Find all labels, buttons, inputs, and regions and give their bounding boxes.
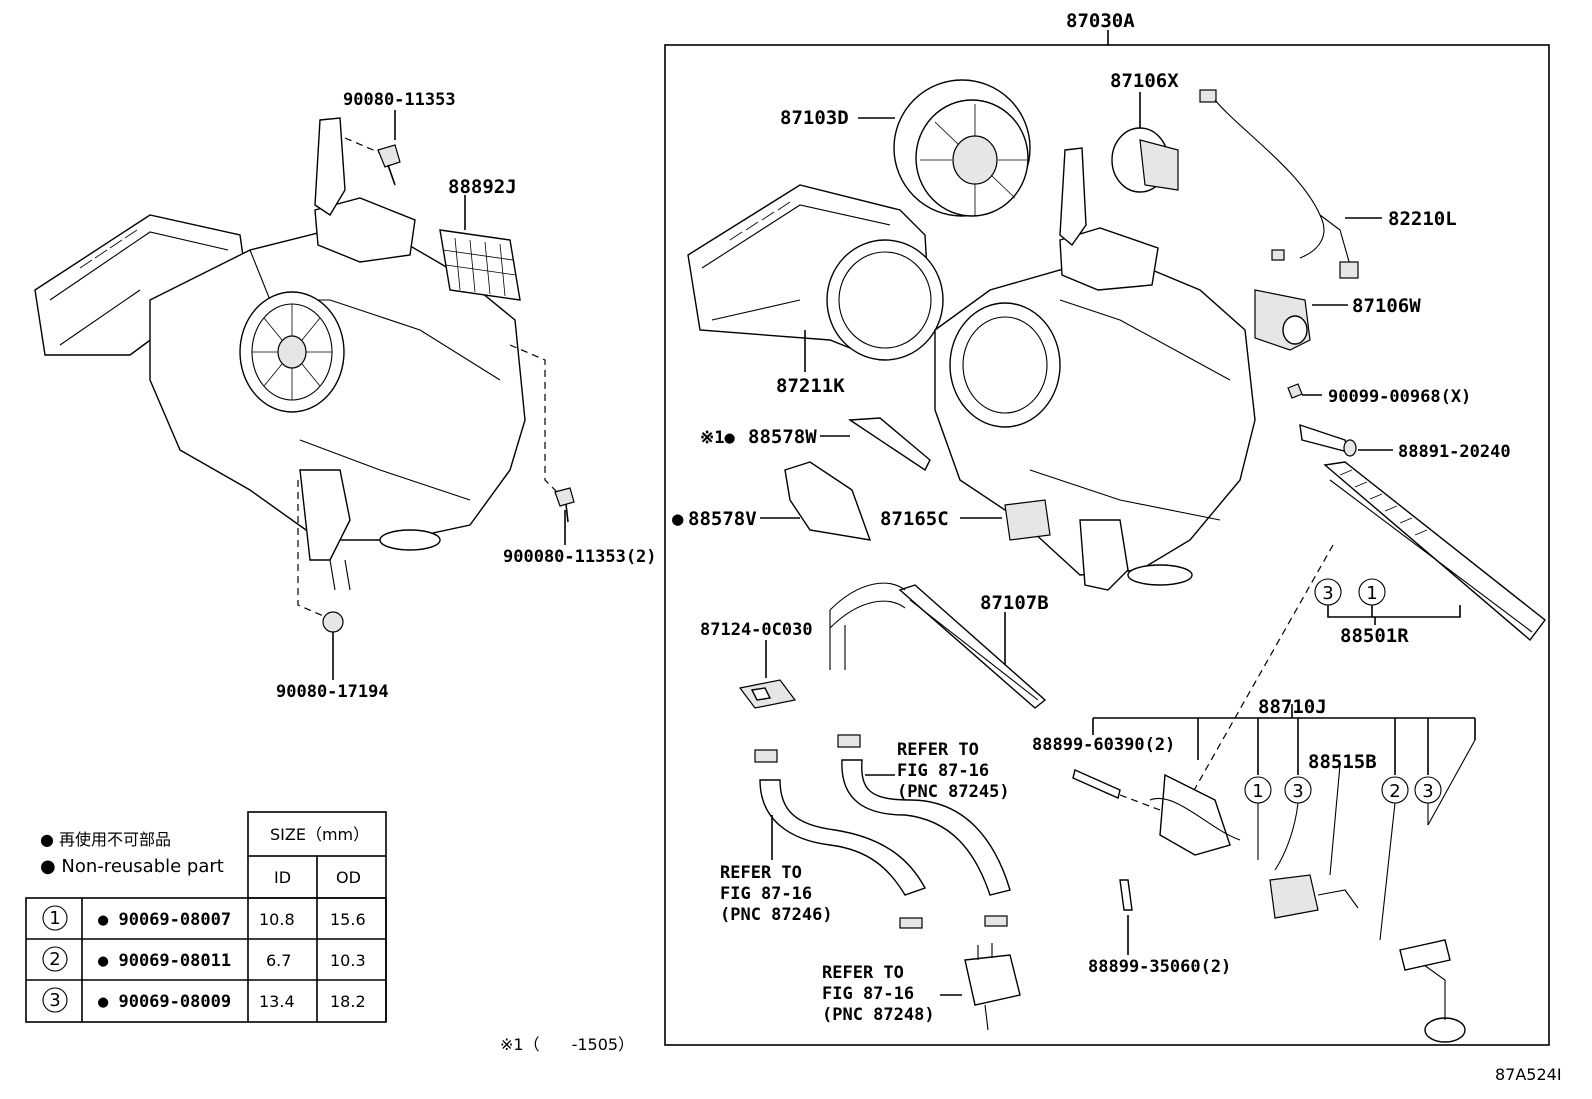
- valve-mark-2: 2: [1389, 781, 1400, 802]
- assembly-label[interactable]: 87030A: [1066, 10, 1135, 32]
- col-id: ID: [274, 868, 291, 887]
- svg-text:REFER TO: REFER TO: [822, 963, 904, 983]
- svg-text:(PNC 87245): (PNC 87245): [897, 782, 1010, 802]
- clamp-part: [738, 640, 797, 709]
- sensor-part: [1299, 423, 1393, 457]
- legend-row-2: 2 ● 90069-08011 6.7 10.3: [42, 946, 366, 972]
- servo-top: [1111, 92, 1179, 193]
- svg-text:FIG 87-16: FIG 87-16: [897, 761, 989, 781]
- intake-case: [687, 184, 944, 372]
- valve-group: [1072, 704, 1476, 1043]
- svg-text:FIG 87-16: FIG 87-16: [720, 884, 812, 904]
- svg-text:15.6: 15.6: [330, 910, 366, 929]
- seal-v: [760, 461, 872, 541]
- seal-v-label[interactable]: 88578V: [688, 508, 757, 530]
- evap-mark-1: 1: [1366, 583, 1377, 604]
- grommet-label[interactable]: 90080-17194: [276, 682, 389, 702]
- valve-mark-1: 1: [1252, 781, 1263, 802]
- seal-v-prefix: ●: [672, 508, 684, 530]
- valve-mark-3a: 3: [1292, 781, 1303, 802]
- valve-b-label[interactable]: 88515B: [1308, 751, 1377, 773]
- svg-text:10.3: 10.3: [330, 951, 366, 970]
- bolt-b-label[interactable]: 88899-35060(2): [1088, 957, 1231, 977]
- evap-mark-3: 3: [1322, 583, 1333, 604]
- svg-text:6.7: 6.7: [266, 951, 291, 970]
- svg-text:● 90069-08009: ● 90069-08009: [98, 992, 231, 1012]
- blower-motor: [858, 79, 1031, 217]
- svg-text:13.4: 13.4: [259, 992, 295, 1011]
- right-heater-unit: [934, 147, 1256, 591]
- svg-text:REFER TO: REFER TO: [897, 740, 979, 760]
- filter-label[interactable]: 88892J: [448, 176, 517, 198]
- screw-part: [1287, 383, 1322, 399]
- svg-text:● 90069-08007: ● 90069-08007: [98, 910, 231, 930]
- valve-mark-3b: 3: [1422, 781, 1433, 802]
- size-header: SIZE（mm）: [270, 825, 369, 844]
- svg-text:● 90069-08011: ● 90069-08011: [98, 951, 231, 971]
- legend-row-1: 1 ● 90069-08007 10.8 15.6: [42, 905, 366, 931]
- case-label[interactable]: 87211K: [776, 375, 845, 397]
- bolt-right-label[interactable]: 900080-11353(2): [503, 547, 657, 567]
- svg-text:1: 1: [49, 908, 60, 929]
- svg-text:3: 3: [49, 990, 60, 1011]
- wire-harness: [1199, 89, 1382, 279]
- screw-label[interactable]: 90099-00968(X): [1328, 387, 1471, 407]
- refer-note-3: REFER TO FIG 87-16 (PNC 87248): [822, 963, 935, 1025]
- heater-core-label[interactable]: 87107B: [980, 592, 1049, 614]
- bolt-a-label[interactable]: 88899-60390(2): [1032, 735, 1175, 755]
- legend-line-jp: ● 再使用不可部品: [40, 830, 171, 849]
- bolt-top-label[interactable]: 90080-11353: [343, 90, 456, 110]
- left-small-parts: [322, 144, 575, 633]
- legend-row-3: 3 ● 90069-08009 13.4 18.2: [42, 987, 366, 1013]
- servo-right-label[interactable]: 87106W: [1352, 295, 1421, 317]
- assembly-frame: 87030A: [664, 10, 1550, 1046]
- clamp-label[interactable]: 87124-0C030: [700, 620, 813, 640]
- legend-line-en: ● Non-reusable part: [40, 856, 224, 877]
- svg-text:REFER TO: REFER TO: [720, 863, 802, 883]
- harness-label[interactable]: 82210L: [1388, 208, 1457, 230]
- seal-w-label[interactable]: 88578W: [748, 426, 817, 448]
- svg-text:(PNC 87246): (PNC 87246): [720, 905, 833, 925]
- valve-label[interactable]: 88710J: [1258, 696, 1327, 718]
- svg-text:10.8: 10.8: [259, 910, 295, 929]
- drawing-id: 87A524I: [1495, 1065, 1562, 1084]
- evaporator-label[interactable]: 88501R: [1340, 625, 1409, 647]
- svg-text:FIG 87-16: FIG 87-16: [822, 984, 914, 1004]
- legend: ● 再使用不可部品 ● Non-reusable part SIZE（mm） I…: [25, 811, 387, 1023]
- seal-w-prefix: ※1●: [700, 428, 735, 448]
- servo-right: [1254, 289, 1348, 351]
- left-blower-assembly: [34, 117, 526, 591]
- evaporator: [1179, 461, 1546, 816]
- svg-text:18.2: 18.2: [330, 992, 366, 1011]
- footnote: ※1（ -1505）: [500, 1035, 634, 1054]
- seal-w: [820, 417, 931, 472]
- svg-text:2: 2: [49, 949, 60, 970]
- heater-core: [829, 582, 1047, 709]
- col-od: OD: [336, 868, 361, 887]
- refer-note-1: REFER TO FIG 87-16 (PNC 87245): [897, 740, 1010, 802]
- resistor-part: [960, 499, 1051, 541]
- motor-label[interactable]: 87103D: [780, 107, 849, 129]
- hoses: [754, 734, 1021, 1031]
- sensor-label[interactable]: 88891-20240: [1398, 442, 1511, 462]
- resistor-label[interactable]: 87165C: [880, 508, 949, 530]
- servo-top-label[interactable]: 87106X: [1110, 70, 1179, 92]
- refer-note-2: REFER TO FIG 87-16 (PNC 87246): [720, 863, 833, 925]
- svg-text:(PNC 87248): (PNC 87248): [822, 1005, 935, 1025]
